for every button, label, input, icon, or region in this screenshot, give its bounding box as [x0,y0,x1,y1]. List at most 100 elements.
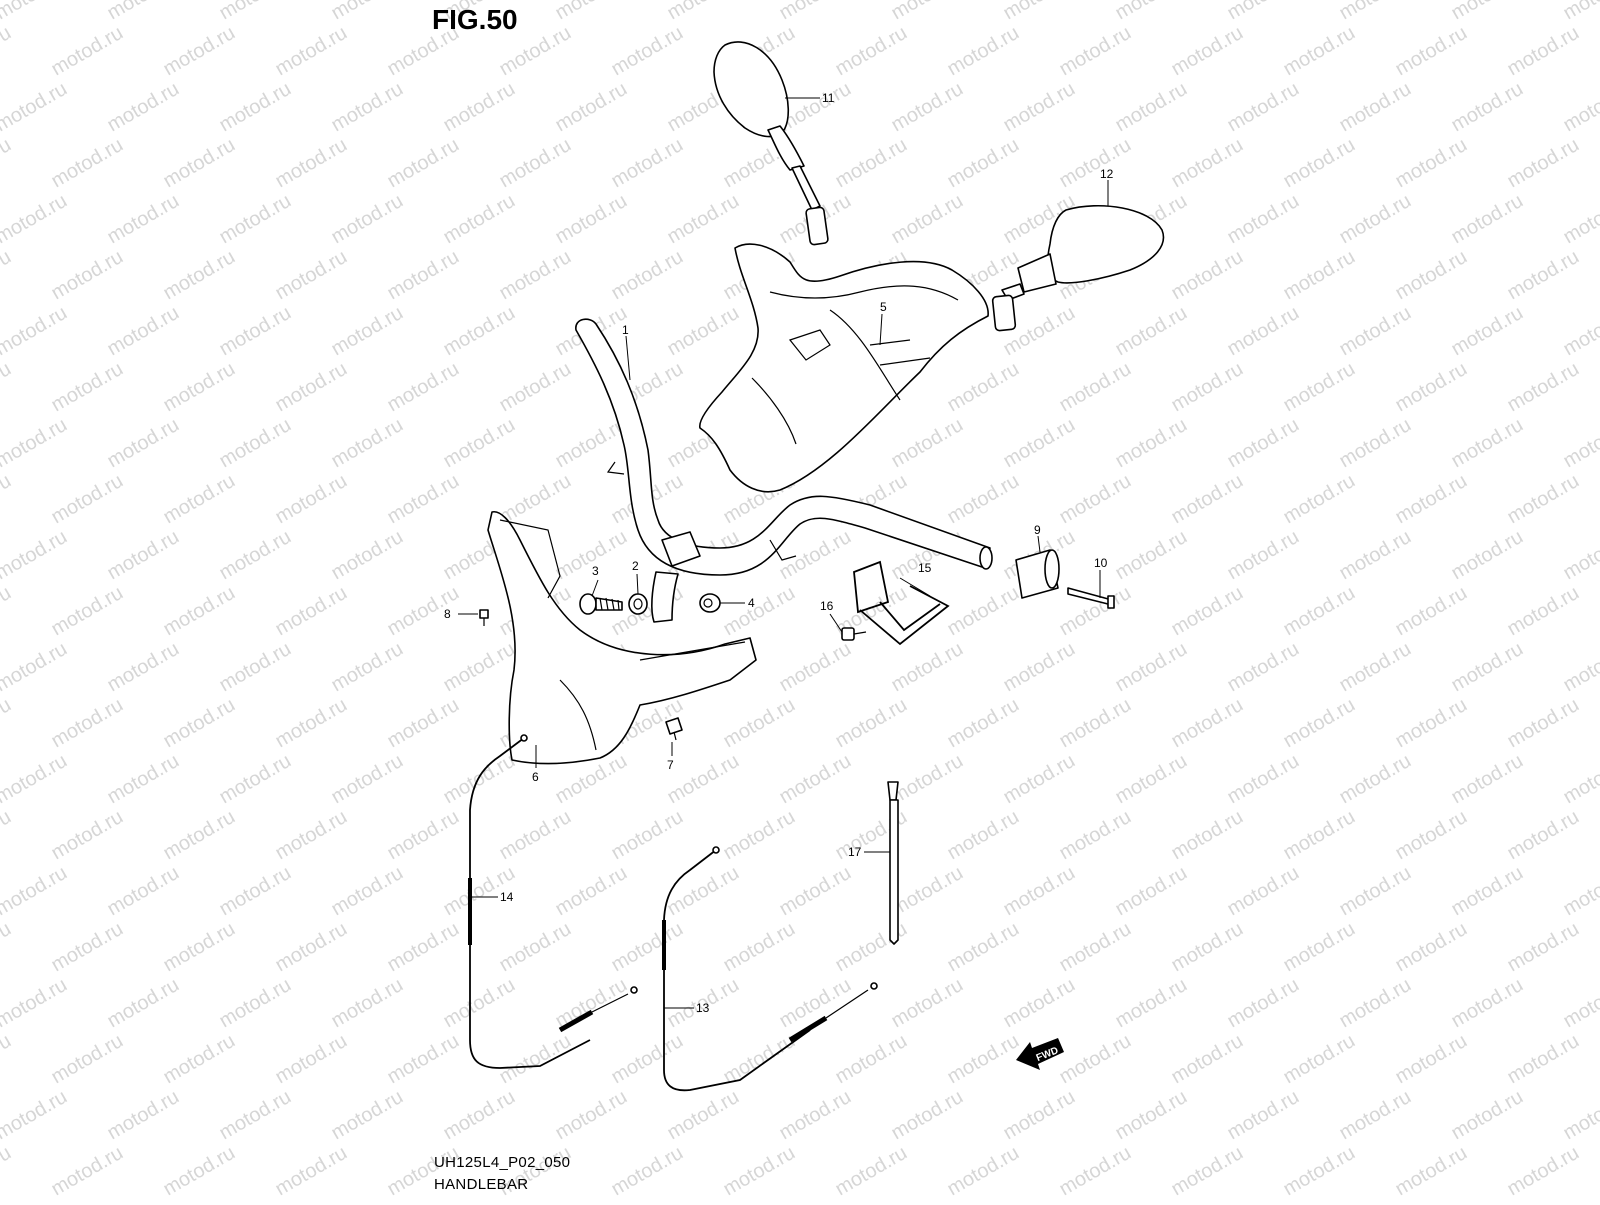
watermark-text: motod.ru [104,190,183,249]
watermark-text: motod.ru [944,1142,1023,1200]
watermark-text: motod.ru [160,582,239,641]
callout-17: 17 [848,845,862,859]
watermark-text: motod.ru [328,78,407,137]
watermark-text: motod.ru [1560,750,1600,809]
watermark-text: motod.ru [1504,22,1583,81]
watermark-text: motod.ru [0,414,71,473]
watermark-text: motod.ru [1000,0,1079,24]
watermark-text: motod.ru [440,78,519,137]
callout-4: 4 [748,596,755,610]
watermark-text: motod.ru [1224,750,1303,809]
watermark-text: motod.ru [48,134,127,193]
bolt-3[interactable] [580,594,622,614]
callout-2: 2 [632,559,639,573]
callout-7: 7 [667,758,674,772]
watermark-text: motod.ru [1336,190,1415,249]
watermark-text: motod.ru [384,582,463,641]
nut-4[interactable] [700,594,720,612]
watermark-text: motod.ru [1168,918,1247,977]
watermark-text: motod.ru [776,750,855,809]
watermark-text: motod.ru [1448,638,1527,697]
watermark-text: motod.ru [1056,694,1135,753]
watermark-text: motod.ru [1336,862,1415,921]
watermark-text: motod.ru [0,0,71,24]
watermark-text: motod.ru [664,0,743,24]
clip-7[interactable] [666,718,682,740]
watermark-text: motod.ru [664,862,743,921]
watermark-text: motod.ru [272,918,351,977]
watermark-text: motod.ru [1560,862,1600,921]
watermark-text: motod.ru [0,190,71,249]
watermark-text: motod.ru [1280,694,1359,753]
watermark-text: motod.ru [1448,78,1527,137]
watermark-text: motod.ru [1336,302,1415,361]
watermark-text: motod.ru [1560,78,1600,137]
watermark-text: motod.ru [664,750,743,809]
watermark-text: motod.ru [0,358,15,417]
watermark-text: motod.ru [1336,414,1415,473]
watermark-text: motod.ru [1000,750,1079,809]
watermark-text: motod.ru [0,694,15,753]
watermark-text: motod.ru [48,806,127,865]
watermark-text: motod.ru [1224,0,1303,24]
watermark-text: motod.ru [496,1030,575,1089]
callout-12: 12 [1100,167,1114,181]
cable-tie-17[interactable] [888,782,898,944]
watermark-text: motod.ru [552,0,631,24]
watermark-text: motod.ru [944,134,1023,193]
watermark-text: motod.ru [104,750,183,809]
watermark-text: motod.ru [1112,638,1191,697]
watermark-text: motod.ru [328,750,407,809]
collar-2[interactable] [629,594,647,614]
watermark-text: motod.ru [1448,302,1527,361]
watermark-text: motod.ru [1280,134,1359,193]
watermark-text: motod.ru [944,22,1023,81]
watermark-text: motod.ru [1056,918,1135,977]
watermark-text: motod.ru [1392,582,1471,641]
watermark-text: motod.ru [48,1142,127,1200]
watermark-text: motod.ru [328,1086,407,1145]
watermark-text: motod.ru [944,582,1023,641]
watermark-text: motod.ru [1168,582,1247,641]
watermark-text: motod.ru [272,358,351,417]
watermark-text: motod.ru [272,134,351,193]
watermark-text: motod.ru [1392,358,1471,417]
watermark-text: motod.ru [1056,1030,1135,1089]
watermark-text: motod.ru [0,526,71,585]
watermark-text: motod.ru [104,1086,183,1145]
watermark-text: motod.ru [1560,974,1600,1033]
watermark-text: motod.ru [1112,1086,1191,1145]
watermark-text: motod.ru [1224,302,1303,361]
callout-16: 16 [820,599,834,613]
callout-3: 3 [592,564,599,578]
watermark-text: motod.ru [328,414,407,473]
watermark-text: motod.ru [1336,1086,1415,1145]
watermark-text: motod.ru [160,134,239,193]
figure-title: FIG.50 [432,4,518,36]
watermark-text: motod.ru [1112,78,1191,137]
watermark-text: motod.ru [160,470,239,529]
watermark-text: motod.ru [1280,22,1359,81]
watermark-text: motod.ru [552,190,631,249]
callout-9: 9 [1034,523,1041,537]
screw-16[interactable] [842,628,866,640]
watermark-text: motod.ru [48,470,127,529]
watermark-text: motod.ru [1056,22,1135,81]
watermark-text: motod.ru [1392,134,1471,193]
callout-6: 6 [532,770,539,784]
watermark-text: motod.ru [720,694,799,753]
screw-8[interactable] [480,610,488,626]
watermark-text: motod.ru [48,358,127,417]
watermark-text: motod.ru [944,470,1023,529]
watermark-text: motod.ru [104,414,183,473]
watermark-text: motod.ru [104,862,183,921]
watermark-text: motod.ru [1112,302,1191,361]
watermark-text: motod.ru [1224,862,1303,921]
watermark-text: motod.ru [1280,806,1359,865]
watermark-text: motod.ru [1448,974,1527,1033]
figure-section-name: HANDLEBAR [434,1176,528,1193]
watermark-text: motod.ru [104,974,183,1033]
watermark-text: motod.ru [664,302,743,361]
